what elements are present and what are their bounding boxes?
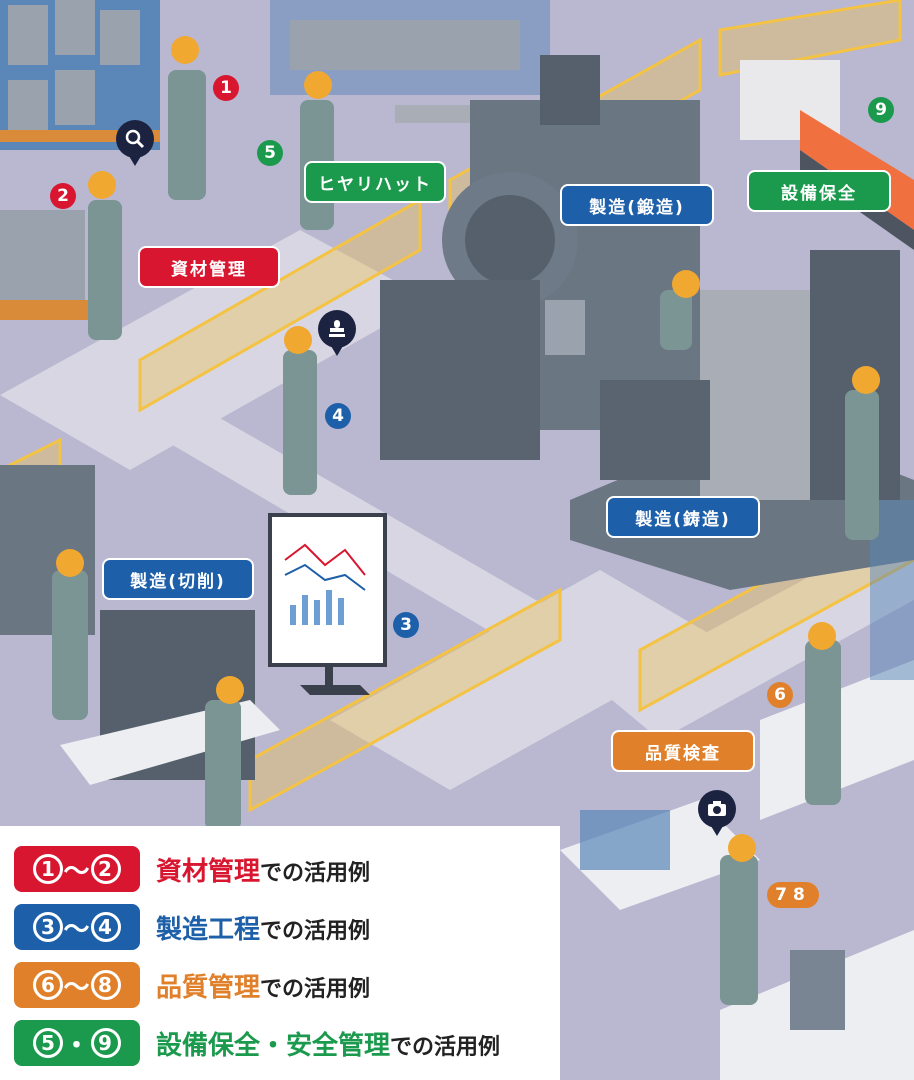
legend-suffix: での活用例 [260, 976, 371, 1002]
legend-badge: 3〜4 [14, 904, 140, 950]
walkway [600, 520, 914, 740]
legend-row: 1〜2 資材管理での活用例 [14, 846, 370, 892]
label-material-management: 資材管理 [140, 248, 278, 286]
monitor-stand [268, 513, 387, 695]
stamp-icon [318, 310, 356, 356]
magnifier-icon [116, 120, 154, 166]
marker-5: 5 [257, 140, 283, 166]
legend-badge: 6〜8 [14, 962, 140, 1008]
legend-title: 製造工程 [156, 914, 261, 945]
legend-title: 資材管理 [156, 856, 261, 887]
legend-badge: 1〜2 [14, 846, 140, 892]
pipe-rack [270, 0, 550, 123]
legend-suffix: での活用例 [260, 918, 371, 944]
marker-2: 2 [50, 183, 76, 209]
forging-machine [380, 55, 700, 460]
marker-1: 1 [213, 75, 239, 101]
label-forging: 製造(鍛造) [562, 186, 712, 224]
legend-badge: 5・9 [14, 1020, 140, 1066]
marker-6: 6 [767, 682, 793, 708]
label-cutting: 製造(切削) [104, 560, 252, 598]
legend-row: 3〜4 製造工程での活用例 [14, 904, 370, 950]
drum-pallet [0, 210, 95, 320]
camera-icon [698, 790, 736, 836]
label-quality-inspection: 品質検査 [613, 732, 753, 770]
marker-78: 78 [767, 882, 819, 908]
legend-suffix: での活用例 [260, 860, 371, 886]
walkway [0, 230, 430, 470]
label-hiyari-hatto: ヒヤリハット [306, 163, 444, 201]
marker-9: 9 [868, 97, 894, 123]
legend-panel: 1〜2 資材管理での活用例 3〜4 製造工程での活用例 6〜8 品質管理での活用… [0, 826, 560, 1080]
marker-4: 4 [325, 403, 351, 429]
legend-title: 設備保全・安全管理 [156, 1030, 391, 1061]
label-equipment-maintenance: 設備保全 [749, 172, 889, 210]
worker [52, 36, 880, 1005]
label-casting: 製造(鋳造) [608, 498, 758, 536]
legend-row: 6〜8 品質管理での活用例 [14, 962, 370, 1008]
casting-machine [570, 250, 914, 590]
walkway [330, 570, 720, 790]
legend-suffix: での活用例 [390, 1034, 501, 1060]
legend-title: 品質管理 [156, 972, 261, 1003]
marker-3: 3 [393, 612, 419, 638]
legend-row: 5・9 設備保全・安全管理での活用例 [14, 1020, 500, 1066]
